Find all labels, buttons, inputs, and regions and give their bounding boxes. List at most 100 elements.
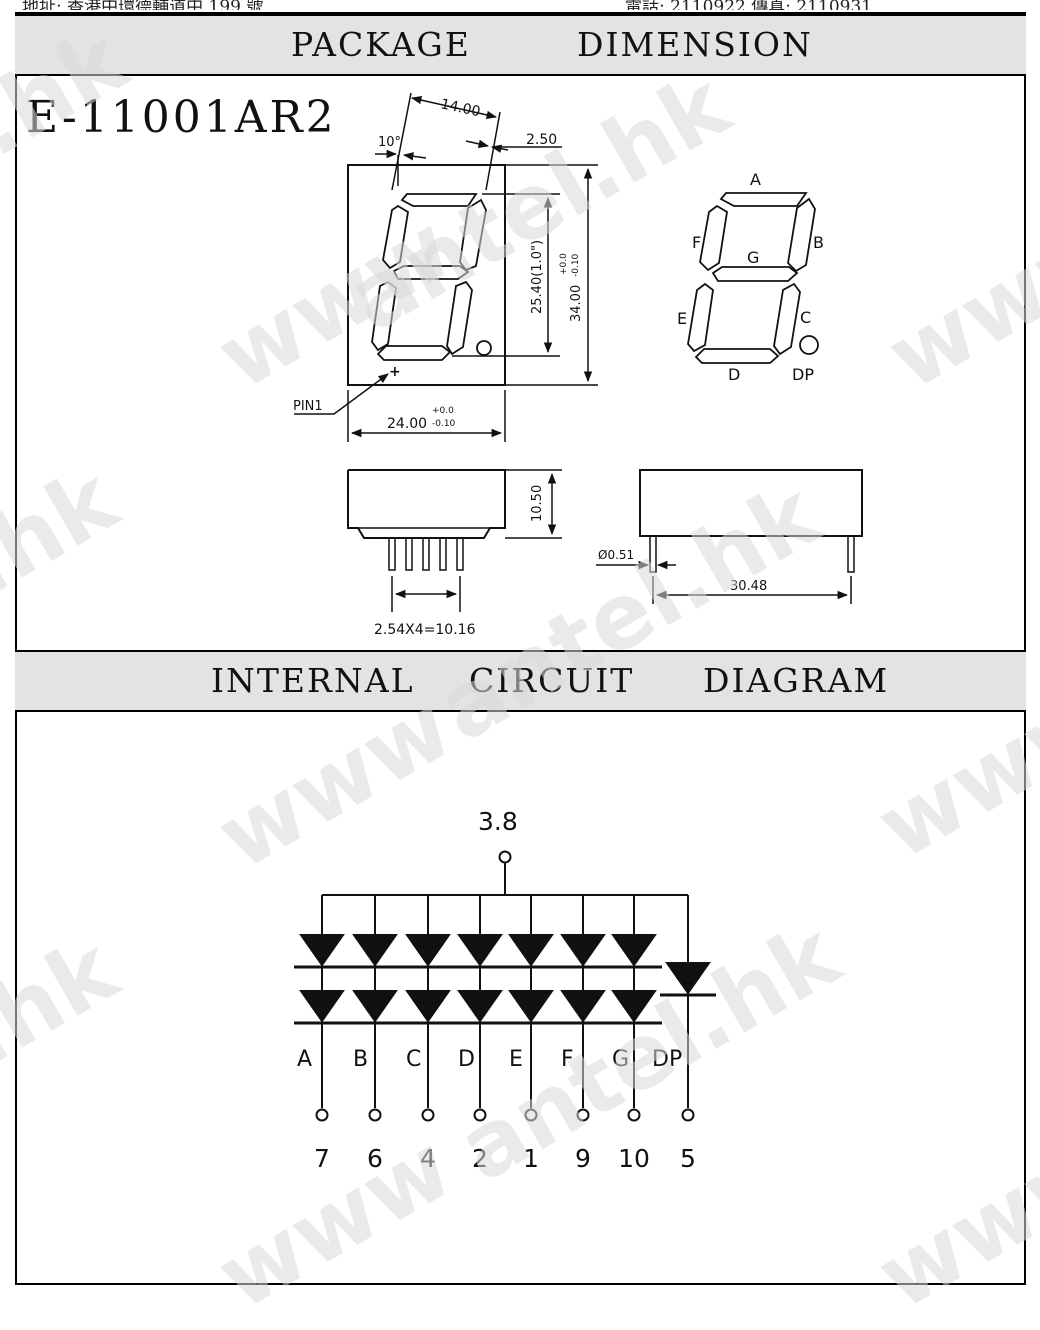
pin-number-a: 7 [314, 1144, 330, 1173]
pin-number-dp: 5 [680, 1144, 696, 1173]
front-seg-c [446, 280, 473, 356]
diode-c-1 [405, 934, 451, 967]
header-word-diagram: DIAGRAM [703, 661, 890, 700]
pin-terminal-dp [681, 1108, 695, 1122]
legend-seg-a [719, 192, 808, 207]
legend-seg-b [787, 197, 816, 273]
header-word-package: PACKAGE [291, 25, 471, 64]
legend-seg-c [773, 282, 801, 356]
pin-number-f: 9 [575, 1144, 591, 1173]
segment-label-f: F [561, 1047, 574, 1072]
datasheet-frame [15, 12, 1026, 1285]
front-seg-e [371, 280, 397, 352]
offset-arrow-left [465, 139, 490, 149]
diode-d-2 [457, 990, 503, 1023]
end-body-outline [639, 469, 863, 537]
circuit-diagram [294, 850, 716, 1122]
end-pin-left [649, 535, 657, 573]
label-depth: 10.50 [530, 485, 545, 522]
end-pin-right [847, 535, 855, 573]
pin1-leader [294, 373, 389, 415]
label-offset: 2.50 [526, 132, 557, 148]
label-slant: 10° [378, 135, 401, 150]
pin-number-d: 2 [472, 1144, 488, 1173]
diode-f-1 [560, 934, 606, 967]
segment-label-dp: DP [652, 1047, 682, 1072]
drawing-labels: 14.00 10° 2.50 25.40(1.0") 34.00 +0.0 -0… [293, 96, 824, 1173]
side-pin [422, 537, 430, 571]
front-seg-b [459, 198, 487, 272]
pin-terminal-a [315, 1108, 329, 1122]
common-pin-terminal [498, 850, 512, 864]
end-view [596, 469, 863, 604]
pin-number-c: 4 [420, 1144, 436, 1173]
pin-number-e: 1 [523, 1144, 539, 1173]
pin-terminal-g [627, 1108, 641, 1122]
header-word-circuit: CIRCUIT [469, 661, 635, 700]
front-seg-dp [476, 340, 492, 356]
side-body-outline [347, 469, 506, 539]
label-pin-diameter: Ø0.51 [598, 548, 634, 562]
segment-label-a: A [297, 1047, 312, 1072]
slant-arrow-right [402, 152, 427, 161]
diode-dp [665, 962, 711, 995]
label-body-width-tol-plus: +0.0 [432, 406, 454, 416]
phone-fax-text: 電話: 2110922 傳真: 2110931 [625, 0, 873, 10]
label-row-spacing: 30.48 [730, 579, 767, 594]
legend-seg-f [699, 204, 728, 272]
legend-label-dp: DP [792, 365, 814, 384]
front-seg-d [376, 345, 452, 361]
legend-seg-d [694, 348, 780, 364]
front-seg-a [400, 193, 478, 207]
internal-circuit-header: INTERNAL CIRCUIT DIAGRAM [15, 650, 1026, 712]
label-body-height-tol-plus: +0.0 [559, 253, 569, 275]
legend-label-a: A [750, 170, 761, 189]
diode-g-2 [611, 990, 657, 1023]
label-pin1-mark: + [389, 364, 401, 380]
label-body-height-tol-minus: -0.10 [571, 253, 581, 277]
diode-f-2 [560, 990, 606, 1023]
side-pin [456, 537, 464, 571]
pin-terminal-e [524, 1108, 538, 1122]
diode-b-1 [352, 934, 398, 967]
legend-label-f: F [692, 233, 701, 252]
pin-terminal-f [576, 1108, 590, 1122]
dim-arrow-14 [410, 95, 498, 120]
label-body-width: 24.00 [387, 416, 427, 432]
legend-label-g: G [747, 248, 759, 267]
segment-label-b: B [353, 1047, 368, 1072]
label-pin-pitch: 2.54X4=10.16 [374, 622, 476, 638]
legend-seg-e [687, 282, 714, 353]
label-pin1: PIN1 [293, 399, 323, 414]
diode-e-2 [508, 990, 554, 1023]
front-view [294, 92, 598, 442]
segment-label-g: G [612, 1047, 629, 1072]
front-digit-segments [371, 193, 492, 361]
legend-label-b: B [813, 233, 824, 252]
diode-e-1 [508, 934, 554, 967]
legend-label-c: C [800, 308, 811, 327]
diode-a-2 [299, 990, 345, 1023]
segment-legend-digit [687, 192, 819, 364]
label-body-width-tol-minus: -0.10 [432, 419, 456, 429]
side-view [347, 469, 562, 612]
pin-number-g: 10 [618, 1144, 650, 1173]
package-dimension-header: PACKAGE DIMENSION [15, 14, 1026, 76]
dim-ext-line [391, 92, 412, 191]
part-number: E-11001AR2 [26, 92, 337, 143]
diode-g-1 [611, 934, 657, 967]
front-seg-g [392, 265, 470, 280]
diode-c-2 [405, 990, 451, 1023]
legend-seg-g [711, 266, 799, 282]
label-body-height: 34.00 [569, 285, 584, 322]
address-text: 地址: 香港中環德輔道中 199 號 [22, 0, 264, 10]
header-word-dimension: DIMENSION [577, 25, 813, 64]
legend-seg-dp [799, 335, 819, 355]
segment-label-e: E [509, 1047, 523, 1072]
side-pin [388, 537, 396, 571]
channel-group [294, 895, 716, 1122]
segment-label-c: C [406, 1047, 421, 1072]
top-header-strip: 地址: 香港中環德輔道中 199 號 電話: 2110922 傳真: 21109… [0, 0, 1040, 10]
side-pin [405, 537, 413, 571]
